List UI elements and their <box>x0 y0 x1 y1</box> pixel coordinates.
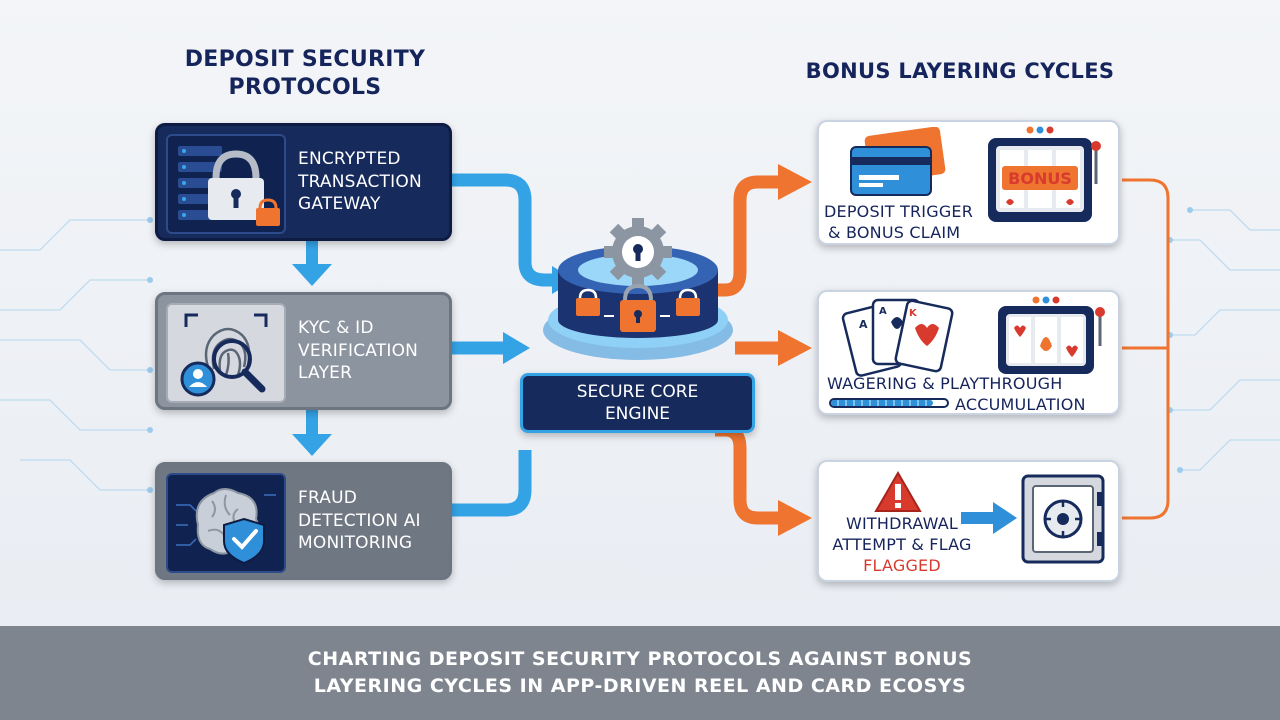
feedback-bracket <box>1122 178 1170 520</box>
fraud-detection-ai-card: FRAUD DETECTION AI MONITORING <box>155 462 452 580</box>
svg-text:A: A <box>859 318 868 331</box>
ai-brain-shield-icon <box>166 473 286 573</box>
wagering-playthrough-card: A A K WAGERING & PLAYTHROUGH ACCUMULATIO… <box>817 290 1120 415</box>
playthrough-progress-fill <box>831 400 934 406</box>
footer-line-1: CHARTING DEPOSIT SECURITY PROTOCOLS AGAI… <box>307 648 973 671</box>
encrypted-transaction-gateway-label: ENCRYPTED TRANSACTION GATEWAY <box>298 148 422 215</box>
left-to-core-connectors <box>452 173 555 517</box>
core-line-1: SECURE CORE <box>576 381 699 402</box>
left-down-arrows <box>292 240 332 456</box>
footer-line-2: LAYERING CYCLES IN APP-DRIVEN REEL AND C… <box>313 675 967 697</box>
credit-card-icon <box>850 127 946 196</box>
core-to-right-connectors <box>715 175 780 525</box>
flagged-status-text: FLAGGED <box>863 555 941 575</box>
circuit-traces <box>0 209 1280 491</box>
locked-gear-core-icon <box>543 218 733 360</box>
footer-caption: CHARTING DEPOSIT SECURITY PROTOCOLS AGAI… <box>0 626 1280 720</box>
deposit-trigger-bonus-card: BONUS DEPOSIT TRIGGER & BONUS CLAIM <box>817 120 1120 245</box>
withdrawal-flag-label: WITHDRAWAL ATTEMPT & FLAG FLAGGED <box>827 514 977 576</box>
fingerprint-scan-icon <box>166 303 286 403</box>
right-arrow-icon <box>961 502 1017 534</box>
withdrawal-flag-card: WITHDRAWAL ATTEMPT & FLAG FLAGGED <box>817 460 1120 582</box>
svg-text:K: K <box>909 308 918 319</box>
kyc-id-verification-label: KYC & ID VERIFICATION LAYER <box>298 317 419 384</box>
slot-machine-icon: BONUS <box>988 126 1101 222</box>
slot-machine-icon <box>998 296 1105 374</box>
server-lock-icon <box>166 134 286 234</box>
deposit-trigger-bonus-label: DEPOSIT TRIGGER & BONUS CLAIM <box>824 202 974 242</box>
wagering-playthrough-label: WAGERING & PLAYTHROUGH ACCUMULATION <box>827 374 1086 414</box>
right-column-title: BONUS LAYERING CYCLES <box>805 59 1115 83</box>
left-column-title: DEPOSIT SECURITY PROTOCOLS <box>150 46 460 101</box>
left-title-line-1: DEPOSIT SECURITY <box>184 47 426 72</box>
vault-icon <box>1021 474 1105 564</box>
kyc-id-verification-card: KYC & ID VERIFICATION LAYER <box>155 292 452 410</box>
secure-core-engine-box: SECURE CORE ENGINE <box>520 373 755 433</box>
playing-cards-icon: A A K <box>841 298 954 377</box>
svg-text:A: A <box>879 306 887 317</box>
left-title-line-2: PROTOCOLS <box>228 74 382 100</box>
core-line-2: ENGINE <box>604 404 671 424</box>
right-arrowheads <box>778 164 812 536</box>
fraud-detection-ai-label: FRAUD DETECTION AI MONITORING <box>298 487 421 554</box>
encrypted-transaction-gateway-card: ENCRYPTED TRANSACTION GATEWAY <box>155 123 452 241</box>
warning-icon <box>874 471 922 512</box>
playthrough-progress-bar <box>829 398 949 408</box>
slot-bonus-text: BONUS <box>1008 169 1072 188</box>
